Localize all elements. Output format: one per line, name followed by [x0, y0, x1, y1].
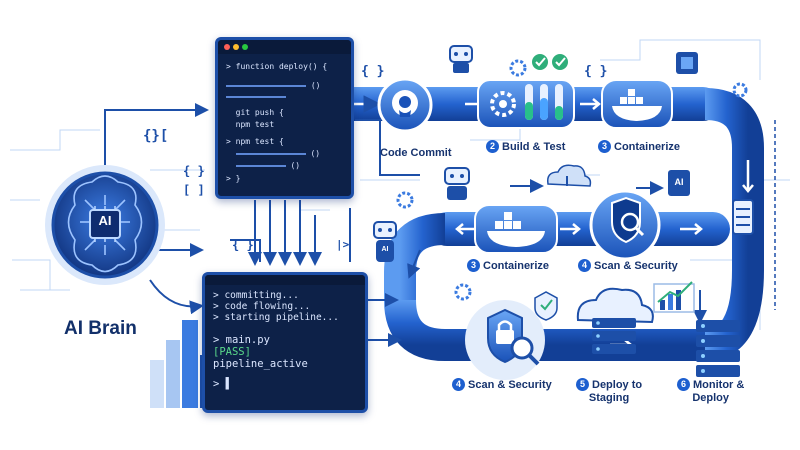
terminal-titlebar	[218, 40, 351, 54]
stage-text: Scan & Security	[468, 379, 552, 391]
code-terminal: > function deploy() { () git push { npm …	[215, 37, 354, 199]
stage-text: Staging	[588, 392, 630, 404]
chip-label: AI	[674, 177, 684, 187]
docker-node-mid	[474, 204, 558, 254]
build-test-node	[477, 79, 575, 129]
code-line: ()	[226, 149, 343, 158]
console-line: > starting pipeline...	[213, 311, 339, 323]
ai-brain-graphic	[45, 165, 165, 285]
stage-text: Deploy to	[592, 379, 643, 391]
code-brace-decor: [ ]	[183, 183, 205, 197]
stage-text: Build & Test	[502, 141, 566, 153]
step-number: 5	[576, 378, 589, 391]
cloud-upload-icon	[546, 164, 592, 187]
ai-core-label: AI	[98, 213, 112, 228]
console-line: > committing...	[213, 290, 299, 301]
stage-text: Monitor &	[693, 379, 745, 391]
maximize-dot-icon	[242, 44, 248, 50]
cloud-server-node	[576, 287, 654, 354]
step-number: 6	[677, 378, 690, 391]
terminal-titlebar	[205, 275, 365, 285]
code-line: ()	[226, 81, 343, 90]
cursor-line: > ▌	[213, 377, 232, 390]
shield-search-node	[589, 189, 661, 261]
code-brace-decor: { }	[183, 164, 205, 178]
code-line	[226, 92, 343, 101]
step-number: 2	[486, 140, 499, 153]
code-line: npm test	[226, 119, 275, 129]
code-line: > function deploy() {	[226, 62, 328, 71]
step-number: 4	[578, 259, 591, 272]
step-number: 4	[452, 378, 465, 391]
stage-label-code-commit: Code Commit	[380, 147, 452, 159]
close-dot-icon	[224, 44, 230, 50]
lock-search-node	[465, 300, 545, 380]
code-brace-decor: { }	[232, 238, 254, 252]
code-brace-decor: {}[	[143, 128, 169, 144]
server-rack-node	[696, 199, 754, 377]
console-line: pipeline_active	[213, 357, 308, 370]
stage-text: Containerize	[614, 141, 681, 153]
ai-brain-title: AI Brain	[64, 318, 137, 339]
checkmark-icons	[532, 54, 568, 321]
chip-icons	[668, 52, 698, 196]
code-tag-decor: |>	[336, 238, 350, 251]
robot-chip-label: AI	[381, 246, 389, 253]
stage-text: Deploy	[692, 392, 729, 404]
console-line: > code flowing...	[213, 300, 311, 312]
robot-icons	[373, 45, 473, 262]
console-terminal: > committing... > code flowing... > star…	[202, 272, 368, 413]
gear-icons	[396, 59, 748, 301]
code-brace-decor: { }	[584, 64, 608, 79]
minimize-dot-icon	[233, 44, 239, 50]
stage-text: Scan & Security	[594, 260, 678, 272]
docker-node-top	[601, 79, 673, 129]
code-line: > npm test {	[226, 136, 284, 146]
chart-icon	[653, 281, 695, 313]
code-brace-decor: { }	[361, 64, 385, 79]
code-line: git push {	[226, 107, 284, 117]
pass-status: [PASS]	[213, 345, 251, 358]
code-line: > }	[226, 173, 241, 183]
github-node	[377, 77, 433, 133]
stage-text: Containerize	[483, 260, 550, 272]
console-line: > main.py	[213, 333, 270, 346]
code-line: ()	[226, 161, 343, 170]
step-number: 3	[598, 140, 611, 153]
step-number: 3	[467, 259, 480, 272]
